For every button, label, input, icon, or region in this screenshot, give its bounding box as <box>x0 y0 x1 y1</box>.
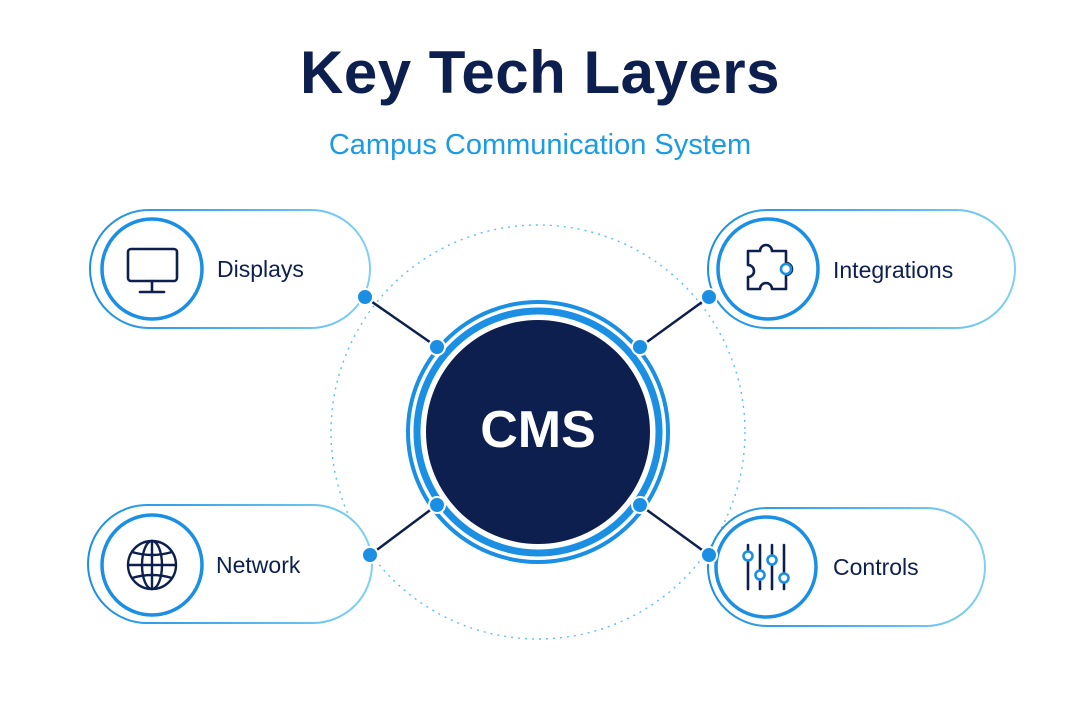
pill-controls <box>707 507 986 627</box>
connector-integrations <box>639 295 710 349</box>
page-subtitle: Campus Communication System <box>328 129 752 161</box>
globe-icon <box>126 539 178 591</box>
node-label-displays: Displays <box>217 256 304 282</box>
monitor-icon <box>126 247 179 294</box>
connector-displays <box>364 295 438 349</box>
displays-icon-ring <box>100 217 204 321</box>
orbit-ring <box>330 224 746 640</box>
pill-integrations <box>707 209 1016 329</box>
pill-displays <box>89 209 371 329</box>
connector-network <box>369 503 438 557</box>
connector-lines <box>364 295 710 557</box>
controls-icon-ring <box>714 515 818 619</box>
node-label-network: Network <box>216 552 301 578</box>
sliders-icon <box>742 543 790 591</box>
cms-hub <box>406 300 670 564</box>
puzzle-icon <box>746 243 794 291</box>
connector-controls <box>639 503 710 557</box>
connector-dots <box>356 288 718 564</box>
node-label-integrations: Integrations <box>833 257 954 283</box>
node-label-controls: Controls <box>833 554 919 580</box>
cms-hub-label: CMS <box>480 401 596 459</box>
integrations-icon-ring <box>716 217 820 321</box>
page-title: Key Tech Layers <box>300 39 780 106</box>
